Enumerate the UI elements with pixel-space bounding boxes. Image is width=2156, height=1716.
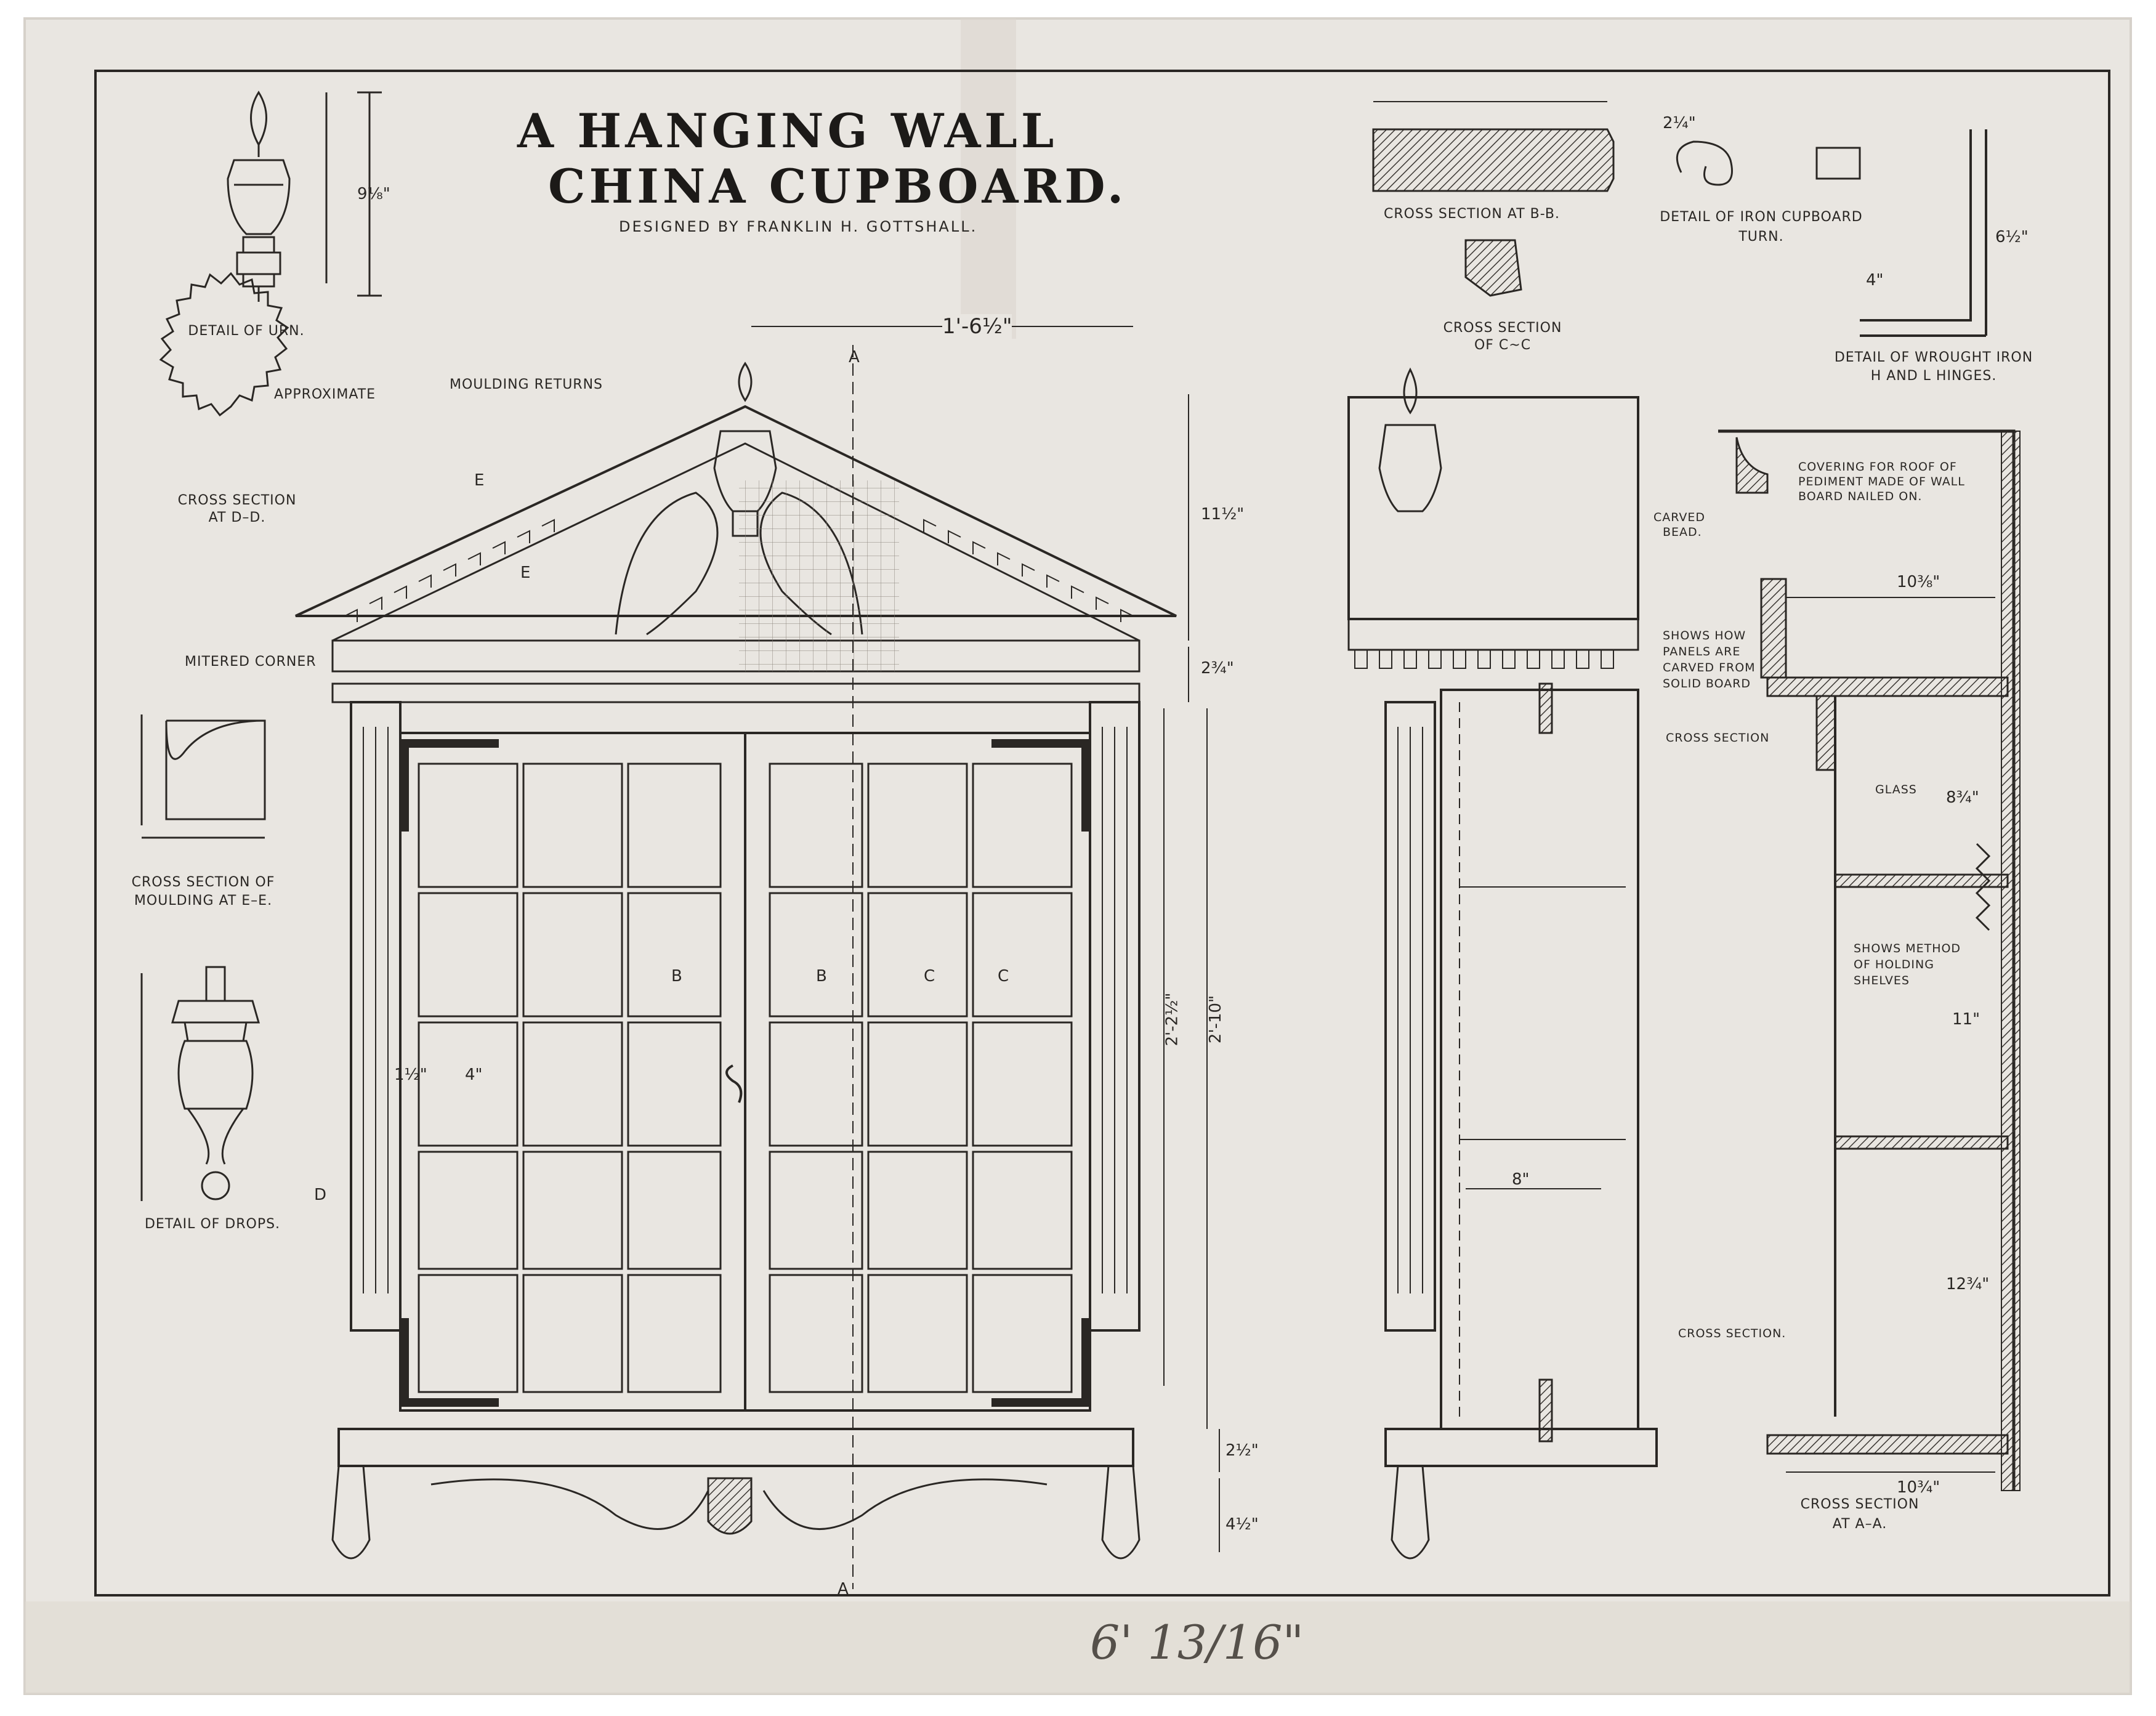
label-hinges-2: H and L HINGES. bbox=[1870, 368, 1997, 384]
iron-turn-drawing bbox=[1676, 140, 1861, 186]
label-moulding-returns: MOULDING RETURNS bbox=[450, 377, 604, 392]
label-section-aa-1: CROSS SECTION bbox=[1800, 1497, 1920, 1512]
label-shelves-3: SHELVES bbox=[1854, 974, 1910, 987]
dim-pane-width: 4" bbox=[465, 1066, 483, 1084]
hinges-drawing bbox=[1860, 129, 1987, 337]
label-covering-3: BOARD NAILED ON. bbox=[1798, 490, 1923, 503]
dim-shelf-space-2: 11" bbox=[1952, 1010, 1980, 1029]
dim-section-a-top: A bbox=[849, 348, 860, 366]
section-a-a bbox=[1718, 429, 2021, 1491]
label-panels-1: SHOWS HOW bbox=[1663, 629, 1746, 642]
label-cross-section-b: CROSS SECTION. bbox=[1678, 1327, 1787, 1340]
moulding-e-e bbox=[140, 714, 266, 839]
label-moulding-ee-2: MOULDING at E–E. bbox=[134, 893, 273, 909]
label-section-dd-1: CROSS SECTION bbox=[177, 493, 297, 508]
dim-section-a-bottom: A bbox=[838, 1580, 849, 1598]
stain-2 bbox=[25, 1601, 2131, 1694]
dim-section-d: D bbox=[314, 1186, 327, 1204]
drops-detail bbox=[140, 966, 260, 1201]
dim-urn-height: 9⅛" bbox=[357, 185, 390, 203]
label-panels-3: CARVED FROM bbox=[1663, 661, 1756, 674]
label-cross-section-a: CROSS SECTION bbox=[1666, 731, 1770, 745]
section-b-b-drawing bbox=[1372, 101, 1615, 192]
section-c-c-drawing bbox=[1464, 239, 1522, 297]
label-shelves-2: of HOLDING bbox=[1854, 958, 1934, 971]
dim-shelf-depth-bottom: 10¾" bbox=[1897, 1478, 1940, 1497]
section-d-d bbox=[159, 272, 289, 417]
urn-detail bbox=[227, 91, 382, 302]
dim-hinge-leg: 4" bbox=[1866, 271, 1884, 289]
dim-shelf-space-3: 12¾" bbox=[1946, 1275, 1990, 1293]
dim-section-e-bottom: E bbox=[520, 564, 531, 582]
label-approximate: APPROXIMATE bbox=[274, 387, 376, 402]
label-carved-bead-1: CARVED bbox=[1653, 511, 1706, 524]
label-glass: GLASS bbox=[1875, 783, 1917, 796]
dim-stile: 1½" bbox=[394, 1066, 427, 1084]
dim-overall-width: 1'-6½" bbox=[942, 314, 1012, 339]
pencil-note: 6' 13/16" bbox=[1090, 1615, 1304, 1670]
label-panels-4: SOLID BOARD bbox=[1663, 677, 1751, 690]
label-section-dd-2: AT D–D. bbox=[208, 510, 266, 525]
dim-hinge-height: 6½" bbox=[1995, 228, 2029, 246]
label-covering-2: PEDIMENT MADE of WALL bbox=[1798, 475, 1965, 488]
label-section-bb: CROSS SECTION at B-B. bbox=[1384, 206, 1560, 222]
label-section-cc-1: CROSS SECTION bbox=[1443, 320, 1562, 336]
dim-cornice: 2¾" bbox=[1201, 659, 1234, 678]
label-detail-urn: DETAIL of URN. bbox=[188, 323, 305, 339]
label-mitered-corner: MITERED CORNER bbox=[185, 654, 317, 670]
dim-shelf-depth-top: 10⅜" bbox=[1897, 573, 1940, 591]
dim-case-height: 2'-10" bbox=[1206, 995, 1225, 1044]
dim-section-b-right: B bbox=[816, 967, 827, 985]
dim-shelf-space-1: 8¾" bbox=[1946, 788, 1979, 807]
dim-section-c-right: C bbox=[998, 967, 1009, 985]
label-section-cc-2: of C~C bbox=[1474, 338, 1532, 353]
dim-door-height: 2'-2½" bbox=[1163, 992, 1182, 1046]
label-panels-2: PANELS ARE bbox=[1663, 645, 1741, 658]
dim-section-e-top: E bbox=[474, 471, 485, 490]
front-elevation bbox=[295, 326, 1220, 1589]
dim-depth: 8" bbox=[1512, 1170, 1530, 1189]
title-line2: CHINA CUPBOARD. bbox=[548, 159, 1128, 214]
label-iron-turn-2: TURN. bbox=[1738, 229, 1784, 245]
dim-turn-width: 2¼" bbox=[1663, 114, 1696, 132]
label-covering-1: COVERING for ROOF of bbox=[1798, 460, 1957, 474]
label-section-aa-2: AT A–A. bbox=[1832, 1516, 1888, 1532]
label-shelves-1: SHOWS METHOD bbox=[1854, 942, 1961, 955]
label-carved-bead-2: BEAD. bbox=[1663, 525, 1702, 539]
drawing-border bbox=[94, 70, 2110, 1597]
title-line1: A HANGING WALL bbox=[517, 103, 1058, 158]
side-elevation bbox=[1347, 367, 1658, 1560]
label-iron-turn-1: DETAIL of IRON CUPBOARD bbox=[1660, 209, 1863, 225]
dim-section-b-left: B bbox=[671, 967, 682, 985]
dim-section-c-left: C bbox=[924, 967, 935, 985]
label-detail-drops: DETAIL of DROPS. bbox=[144, 1216, 281, 1232]
dim-base: 2½" bbox=[1225, 1441, 1259, 1460]
dim-foot: 4½" bbox=[1225, 1515, 1259, 1534]
label-hinges-1: DETAIL of WROUGHT IRON bbox=[1834, 350, 2033, 365]
dim-pediment-height: 11½" bbox=[1201, 505, 1245, 524]
label-moulding-ee-1: CROSS SECTION of bbox=[131, 875, 275, 890]
designer-credit: DESIGNED BY FRANKLIN H. GOTTSHALL. bbox=[619, 218, 978, 235]
